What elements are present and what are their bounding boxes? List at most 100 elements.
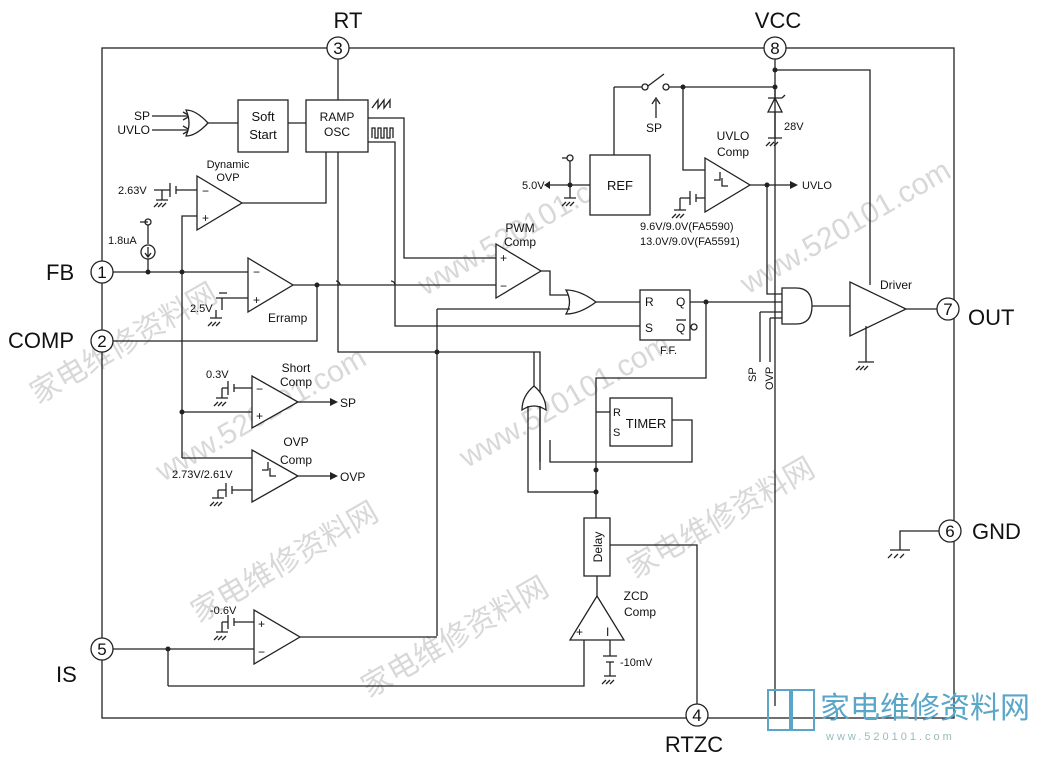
sp-uvlo-or-gate — [184, 109, 209, 137]
pulse-waveform — [371, 127, 394, 139]
svg-text:+: + — [500, 251, 507, 265]
uvlo-threshold-2: 13.0V/9.0V(FA5591) — [640, 236, 740, 248]
pin-out-label: OUT — [968, 305, 1014, 330]
pin-gnd-number: 6 — [945, 522, 954, 541]
and-ovp-label: OVP — [764, 367, 776, 390]
timer-block — [609, 397, 673, 447]
flip-flop-block — [639, 289, 691, 341]
zcd-comp-label-1: ZCD — [624, 589, 649, 603]
timer-s-label: S — [613, 427, 620, 439]
pin-comp-number: 2 — [97, 332, 106, 351]
delay-block — [583, 517, 611, 577]
soft-start-block — [237, 99, 289, 153]
dynamic-ovp-label-2: OVP — [216, 172, 239, 184]
ff-r-label: R — [645, 295, 654, 309]
pwm-or-gate — [564, 289, 598, 315]
book-icon — [767, 689, 815, 731]
v50-label: 5.0V — [522, 180, 545, 192]
zener-diode — [765, 87, 784, 147]
watermark-cn: 家电维修资料网 — [622, 452, 820, 586]
sp-input-label: SP — [134, 109, 150, 123]
pin-vcc-label: VCC — [755, 8, 802, 33]
output-and-gate — [781, 287, 813, 325]
timer-label: TIMER — [626, 416, 666, 431]
pin-out-number: 7 — [943, 300, 952, 319]
is-comparator — [253, 608, 302, 666]
pin-is-number: 5 — [97, 640, 106, 659]
pwm-comp-label-2: Comp — [504, 235, 536, 249]
short-comp-label-1: Short — [282, 361, 311, 375]
uvlo-comp-label-2: Comp — [717, 145, 749, 159]
soft-start-label-2: Start — [249, 127, 277, 142]
ramp-osc-label-1: RAMP — [320, 110, 355, 124]
uvlo-input-label: UVLO — [117, 123, 150, 137]
pin-comp-label: COMP — [8, 328, 74, 353]
driver-label: Driver — [880, 278, 912, 292]
svg-text:−: − — [256, 382, 263, 396]
pin-gnd-label: GND — [972, 519, 1021, 544]
uvlo-output-label: UVLO — [802, 180, 832, 192]
pin-is: IS 5 — [56, 637, 114, 687]
v10m-label: -10mV — [620, 657, 653, 669]
pin-fb-number: 1 — [97, 263, 106, 282]
ovp-comp-label-2: Comp — [280, 453, 312, 467]
pin-rt-label: RT — [334, 8, 363, 33]
zener-label: 28V — [784, 121, 804, 133]
svg-text:+: + — [256, 409, 263, 423]
svg-text:+: + — [576, 625, 583, 639]
pin-out: 7 OUT — [936, 297, 1014, 330]
pin-fb-label: FB — [46, 260, 74, 285]
output-driver — [849, 280, 908, 338]
ff-label: F.F. — [660, 345, 677, 357]
svg-text:−: − — [500, 279, 507, 293]
pin-rtzc: 4 RTZC — [665, 703, 723, 757]
and-sp-label: SP — [747, 367, 759, 382]
timer-r-label: R — [613, 407, 621, 419]
pwm-comparator — [495, 242, 543, 300]
svg-text:I: I — [606, 625, 609, 639]
uvlo-comp-label-1: UVLO — [717, 129, 750, 143]
svg-text:−: − — [253, 265, 260, 279]
pin-rtzc-label: RTZC — [665, 732, 723, 757]
pin-fb: FB 1 — [46, 260, 114, 285]
ramp-osc-block — [305, 99, 369, 153]
v25-label: 2.5V — [190, 303, 213, 315]
v03-label: 0.3V — [206, 369, 229, 381]
dynamic-ovp-comparator — [196, 174, 244, 232]
svg-text:+: + — [253, 293, 260, 307]
site-logo: 家电维修资料网 www.520101.com — [767, 689, 1030, 743]
svg-text:+: + — [202, 211, 209, 225]
ovp-output-label: OVP — [340, 470, 365, 484]
svg-text:+: + — [258, 617, 265, 631]
erramp-label: Erramp — [268, 311, 308, 325]
svg-text:−: − — [258, 645, 265, 659]
ref-label: REF — [607, 178, 633, 193]
v06-label: -0.6V — [210, 605, 237, 617]
pin-vcc: VCC 8 — [755, 8, 802, 60]
ff-qbar-label: Q — [676, 321, 685, 335]
dynamic-ovp-label-1: Dynamic — [207, 159, 250, 171]
logo-title: 家电维修资料网 — [820, 691, 1030, 726]
delay-label: Delay — [591, 532, 605, 563]
pin-rt-number: 3 — [333, 39, 342, 58]
ramp-waveform — [371, 98, 391, 110]
pin-rtzc-number: 4 — [692, 706, 701, 725]
erramp-amplifier — [247, 256, 295, 314]
sp-switch-label: SP — [646, 121, 662, 135]
pin-gnd: 6 GND — [938, 519, 1021, 544]
soft-start-label-1: Soft — [251, 109, 275, 124]
logo-url: www.520101.com — [825, 731, 955, 743]
ff-s-label: S — [645, 321, 653, 335]
ff-q-label: Q — [676, 295, 685, 309]
pin-vcc-number: 8 — [770, 39, 779, 58]
v263-label: 2.63V — [118, 185, 147, 197]
v273-label: 2.73V/2.61V — [172, 469, 233, 481]
i18-label: 1.8uA — [108, 235, 137, 247]
short-comp-label-2: Comp — [280, 375, 312, 389]
zcd-comparator — [568, 594, 626, 641]
zcd-comp-label-2: Comp — [624, 605, 656, 619]
ovp-comp-label-1: OVP — [283, 435, 308, 449]
pin-is-label: IS — [56, 662, 77, 687]
svg-text:−: − — [202, 184, 209, 198]
